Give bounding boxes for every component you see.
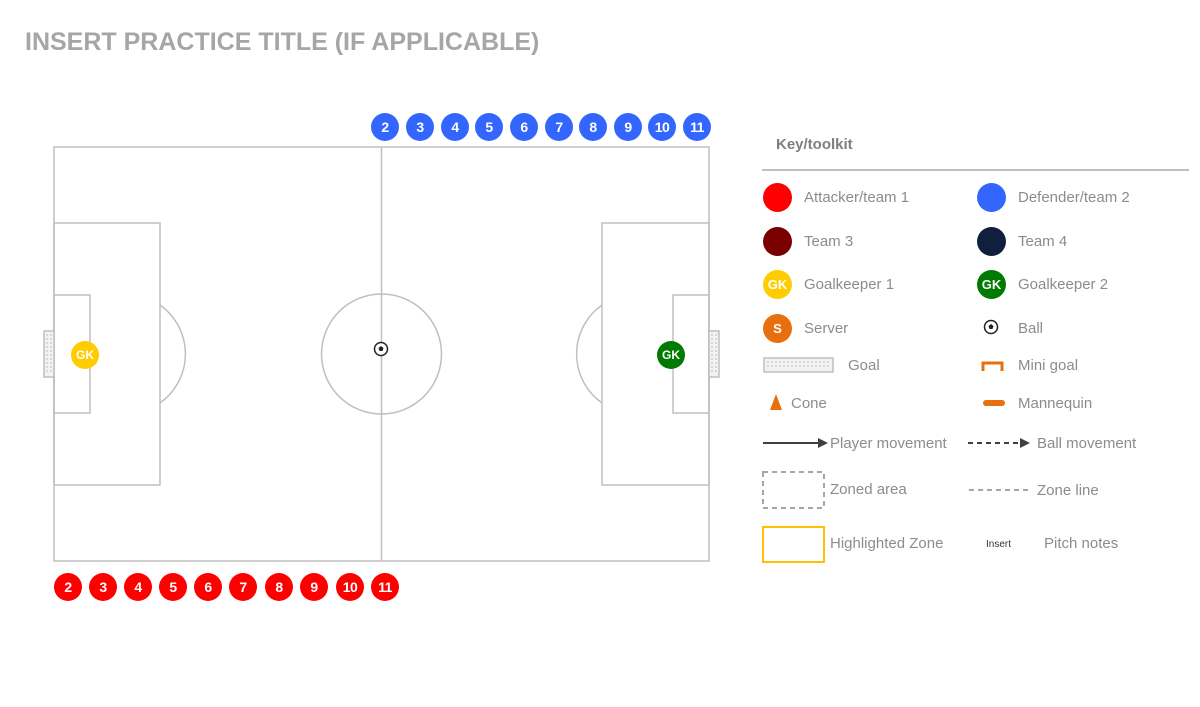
key-attacker-label: Attacker/team 1 [804,189,910,206]
defender-chip[interactable]: 2 [371,113,399,141]
right-penalty-area [601,222,710,486]
key-goalkeeper-1-dot[interactable]: GK [763,270,792,299]
key-defender-dot[interactable] [977,183,1006,212]
attacker-chip[interactable]: 10 [336,573,364,601]
key-ball-movement-arrow [968,438,1030,448]
attacker-chip[interactable]: 3 [89,573,117,601]
page-title: INSERT PRACTICE TITLE (IF APPLICABLE) [25,28,540,56]
key-pitch-notes-label: Pitch notes [1044,535,1119,552]
key-title: Key/toolkit [776,136,853,153]
attacker-chip[interactable]: 7 [229,573,257,601]
key-ball-label: Ball [1018,320,1044,337]
key-server-label: Server [804,320,849,337]
key-mini-goal-label: Mini goal [1018,357,1079,374]
centre-circle [320,293,443,415]
right-goal [708,330,720,378]
left-goal [43,330,55,378]
key-highlighted-zone-box [762,526,825,563]
defender-chip[interactable]: 5 [475,113,503,141]
key-zoned-area-box [762,471,825,509]
key-highlighted-zone-label: Highlighted Zone [830,535,944,552]
key-goal-icon [763,357,834,373]
defender-chip[interactable]: 7 [545,113,573,141]
key-player-movement-arrow [763,438,828,448]
key-mannequin-icon [983,400,1005,406]
key-team4-label: Team 4 [1018,233,1068,250]
left-penalty-area [53,222,161,486]
attacker-chip[interactable]: 9 [300,573,328,601]
key-server-dot[interactable]: S [763,314,792,343]
key-mannequin-label: Mannequin [1018,395,1093,412]
goalkeeper-1-marker[interactable]: GK [71,341,99,369]
key-player-movement-label: Player movement [830,435,947,452]
defender-chip[interactable]: 4 [441,113,469,141]
key-insert-label: Insert [986,539,1012,550]
key-defender-label: Defender/team 2 [1018,189,1130,206]
goalkeeper-2-marker[interactable]: GK [657,341,685,369]
attacker-chip[interactable]: 8 [265,573,293,601]
attacker-chip[interactable]: 2 [54,573,82,601]
key-team3-label: Team 3 [804,233,854,250]
key-goalkeeper-2-dot[interactable]: GK [977,270,1006,299]
centre-ball-icon [373,341,389,357]
defender-chip[interactable]: 11 [683,113,711,141]
key-goalkeeper-2-label: Goalkeeper 2 [1018,276,1109,293]
defender-chip[interactable]: 10 [648,113,676,141]
key-ball-icon [983,319,999,335]
defender-chip[interactable]: 3 [406,113,434,141]
defender-chip[interactable]: 8 [579,113,607,141]
key-zone-line-label: Zone line [1037,482,1099,499]
key-team3-dot[interactable] [763,227,792,256]
key-divider [762,169,1189,171]
left-penalty-arc [159,304,187,404]
key-team4-dot[interactable] [977,227,1006,256]
right-penalty-arc [575,304,603,404]
key-goal-label: Goal [848,357,880,374]
attacker-chip[interactable]: 5 [159,573,187,601]
defender-chip[interactable]: 6 [510,113,538,141]
key-goalkeeper-1-label: Goalkeeper 1 [804,276,895,293]
key-ball-movement-label: Ball movement [1037,435,1137,452]
key-attacker-dot[interactable] [763,183,792,212]
attacker-chip[interactable]: 11 [371,573,399,601]
attacker-chip[interactable]: 4 [124,573,152,601]
key-mini-goal-icon [981,361,1004,371]
key-cone-label: Cone [791,395,827,412]
key-zoned-area-label: Zoned area [830,481,907,498]
attacker-chip[interactable]: 6 [194,573,222,601]
defender-chip[interactable]: 9 [614,113,642,141]
key-cone-icon [770,394,782,410]
